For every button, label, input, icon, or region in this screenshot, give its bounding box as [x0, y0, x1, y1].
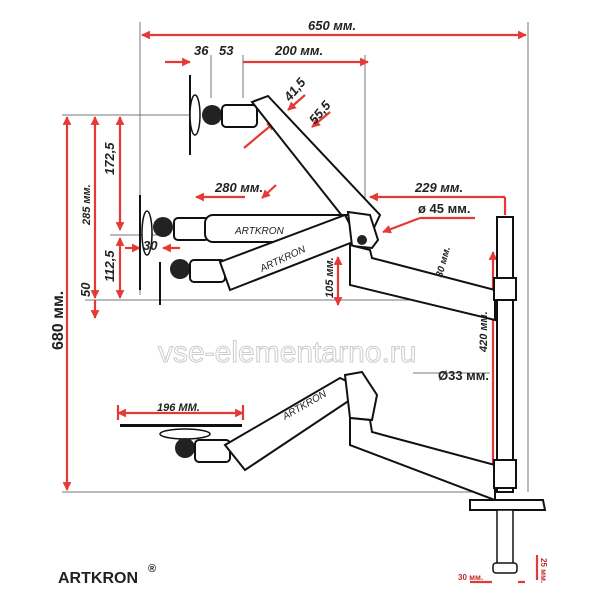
label-30-arm: 30 мм.	[434, 246, 453, 279]
brand-logo: ARTKRON ®	[58, 563, 156, 587]
label-clamp-height: 25 мм.	[539, 558, 548, 583]
label-diameter-33: Ø33 мм.	[438, 368, 489, 383]
logo-text: ARTKRON	[58, 570, 138, 587]
arm-position-lowered: ARTKRON	[120, 370, 496, 502]
label-229: 229 мм.	[414, 180, 463, 195]
label-50: 50	[78, 282, 93, 297]
watermark: vse-elementarno.ru	[158, 336, 416, 369]
label-172-5: 172,5	[102, 142, 117, 175]
label-36: 36	[194, 43, 209, 58]
label-650: 650 мм.	[308, 18, 356, 33]
label-41-5: 41,5	[280, 74, 309, 104]
arm-position-bottom: ARTKRON	[159, 213, 360, 305]
label-clamp-width: 30 мм.	[458, 573, 483, 582]
arm-brand-label: ARTKRON	[234, 226, 284, 237]
label-285: 285 мм.	[81, 184, 93, 226]
label-30: 30	[143, 238, 158, 253]
dimension-arrows	[62, 30, 527, 491]
label-diameter-45: ø 45 мм.	[418, 201, 470, 216]
label-53: 53	[219, 43, 234, 58]
label-112-5: 112,5	[102, 250, 117, 282]
guide-lines	[62, 22, 529, 493]
pole-and-clamp	[469, 216, 547, 584]
label-680: 680 мм.	[50, 291, 67, 350]
registered-mark: ®	[148, 563, 156, 575]
arm-position-top	[189, 75, 382, 238]
label-420: 420 мм.	[478, 311, 490, 353]
label-196: 196 ММ.	[157, 402, 200, 414]
base-arm-upper	[346, 210, 496, 322]
label-200: 200 мм.	[274, 43, 323, 58]
label-280: 280 мм.	[214, 180, 263, 195]
label-105: 105 мм.	[324, 257, 336, 298]
